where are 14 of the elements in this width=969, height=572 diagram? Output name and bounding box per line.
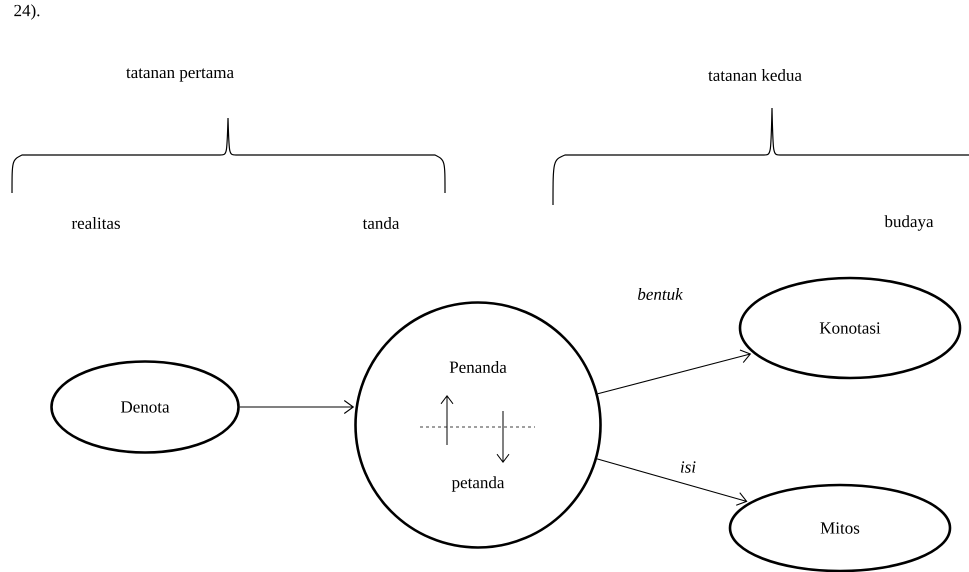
arrow [596,458,748,506]
arrow [240,400,354,414]
edge-label: isi [678,460,698,474]
label: tatanan kedua [708,69,802,81]
label: tanda [362,217,400,229]
label: tatanan pertama [126,68,234,82]
label: budaya [884,215,934,231]
node-label: petanda [452,476,504,492]
arrow [598,349,752,394]
circle [354,301,602,549]
label: realitas [72,217,120,229]
edge-label: bentuk [636,287,684,301]
label: 24). [14,4,40,20]
node-label: Penanda [450,361,507,373]
